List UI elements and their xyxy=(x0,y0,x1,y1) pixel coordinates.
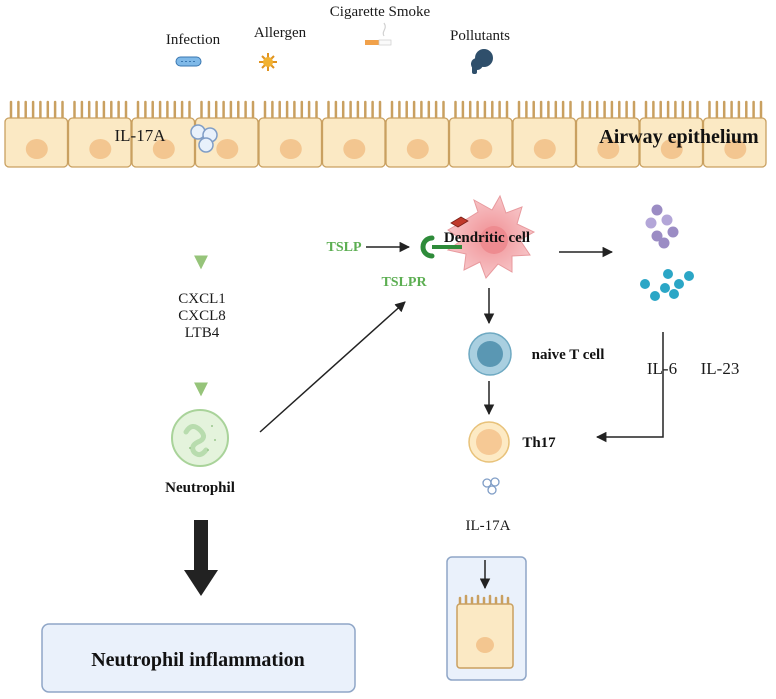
cigarette-icon xyxy=(365,22,392,46)
airway-epithelium xyxy=(4,100,767,168)
nucleus xyxy=(533,139,556,159)
epithelium-il17a-label: IL-17A xyxy=(115,126,167,145)
nucleus xyxy=(470,139,493,159)
outcome-box: Neutrophil inflammation xyxy=(41,623,356,693)
secreted-il17a-icon xyxy=(482,477,500,495)
neutrophil-label: Neutrophil xyxy=(165,480,235,496)
outcome-label: Neutrophil inflammation xyxy=(91,649,305,671)
epithelial-cell-icon xyxy=(456,594,514,669)
cytokines-to-th17-arrow xyxy=(595,332,664,443)
nucleus xyxy=(724,139,747,159)
il6-label: IL-6 xyxy=(647,359,677,378)
il23-label: IL-23 xyxy=(701,359,740,378)
th17-label: Th17 xyxy=(522,435,556,451)
tslpr-label: TSLPR xyxy=(381,275,427,290)
trigger-infection: Infection xyxy=(166,32,221,67)
airway-epithelium-label: Airway epithelium xyxy=(599,126,759,148)
chemokine-ltb4: LTB4 xyxy=(185,325,220,341)
secreted-il17a-label: IL-17A xyxy=(466,518,511,534)
nucleus xyxy=(152,139,175,159)
il23-particles-icon xyxy=(640,269,694,301)
infection-label: Infection xyxy=(166,32,221,48)
epithelial-cell xyxy=(512,100,577,168)
epithelial-cell xyxy=(702,100,767,168)
chemokine-cxcl8: CXCL8 xyxy=(178,308,226,324)
epithelial-cell xyxy=(575,100,640,168)
pollutant-cloud-icon xyxy=(471,49,493,74)
nucleus xyxy=(216,139,239,159)
epithelial-cell xyxy=(321,100,386,168)
th17-cell-icon xyxy=(468,421,510,463)
big-down-arrow-icon xyxy=(184,520,218,596)
chemokine-cxcl1: CXCL1 xyxy=(178,291,226,307)
trigger-smoke: Cigarette Smoke xyxy=(330,4,431,46)
nucleus xyxy=(406,139,429,159)
epithelial-cell xyxy=(131,100,196,168)
trigger-pollutants: Pollutants xyxy=(450,28,510,74)
epithelial-cell xyxy=(258,100,323,168)
naive-t-cell-label: naive T cell xyxy=(532,347,605,363)
nucleus xyxy=(25,139,48,159)
nucleus xyxy=(279,139,302,159)
neutrophil-to-tslpr-arrow xyxy=(259,301,406,433)
trigger-allergen: Allergen xyxy=(254,25,307,71)
pollen-icon xyxy=(259,53,277,71)
allergen-label: Allergen xyxy=(254,25,307,41)
epithelial-cell xyxy=(639,100,704,168)
epithelial-cell xyxy=(67,100,132,168)
nucleus xyxy=(343,139,366,159)
il6-particles-icon xyxy=(645,204,679,249)
nucleus xyxy=(597,139,620,159)
epithelial-cell xyxy=(448,100,513,168)
target-epithelial-cell-box xyxy=(446,556,527,681)
il17a-particles-icon xyxy=(190,124,218,153)
pollutants-label: Pollutants xyxy=(450,28,510,44)
tslp-label: TSLP xyxy=(326,240,361,255)
epithelial-cell xyxy=(4,100,69,168)
tslpr-receptor-icon xyxy=(420,235,462,259)
dendritic-cell-label: Dendritic cell xyxy=(444,230,530,246)
epithelial-cell xyxy=(385,100,450,168)
nucleus xyxy=(89,139,112,159)
naive-t-cell-icon xyxy=(468,332,512,376)
dendritic-cell-icon xyxy=(446,194,536,279)
smoke-label: Cigarette Smoke xyxy=(330,4,431,20)
neutrophil-cell-icon xyxy=(171,409,229,467)
nucleus xyxy=(660,139,683,159)
bacterium-icon xyxy=(175,56,202,67)
